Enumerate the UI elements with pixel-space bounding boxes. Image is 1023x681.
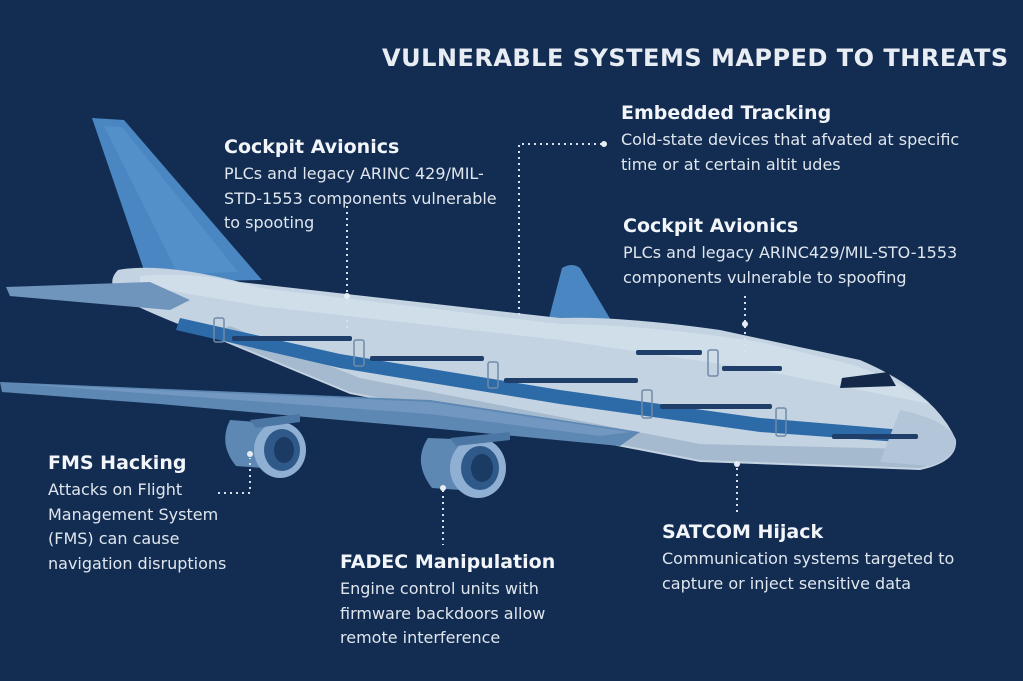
callout-fadec-manipulation: FADEC Manipulation Engine control units … bbox=[340, 551, 575, 651]
callout-body: Cold-state devices that afvated at speci… bbox=[621, 130, 960, 174]
callout-heading: Embedded Tracking bbox=[621, 102, 832, 124]
callout-heading: FADEC Manipulation bbox=[340, 551, 556, 573]
callout-cockpit-avionics-2: Cockpit Avionics PLCs and legacy ARINC42… bbox=[623, 215, 993, 290]
callout-heading: Cockpit Avionics bbox=[623, 215, 799, 237]
horizontal-stabilizer bbox=[6, 282, 190, 310]
callout-body: PLCs and legacy ARINC 429/MIL-STD-1553 c… bbox=[224, 164, 497, 232]
engine-left bbox=[225, 420, 306, 478]
leader-fms-hacking bbox=[218, 458, 251, 494]
callout-embedded-tracking: Embedded Tracking Cold-state devices tha… bbox=[621, 102, 981, 177]
cockpit-windows bbox=[840, 372, 896, 388]
callout-fms-hacking: FMS Hacking Attacks on Flight Management… bbox=[48, 452, 248, 576]
near-wing bbox=[0, 382, 640, 446]
callout-body: PLCs and legacy ARINC429/MIL-STO-1553 co… bbox=[623, 243, 958, 287]
callout-heading: Cockpit Avionics bbox=[224, 136, 400, 158]
page-title: VULNERABLE SYSTEMS MAPPED TO THREATS bbox=[382, 44, 1009, 72]
callout-satcom-hijack: SATCOM Hijack Communication systems targ… bbox=[662, 521, 962, 596]
leader-embedded-tracking bbox=[518, 143, 602, 318]
callout-cockpit-avionics-1: Cockpit Avionics PLCs and legacy ARINC 4… bbox=[224, 136, 514, 236]
engine-right bbox=[420, 438, 506, 498]
fuselage-stripe bbox=[176, 318, 954, 446]
leader-end-dots bbox=[247, 141, 748, 491]
dorsal-fin bbox=[548, 265, 612, 322]
callout-body: Communication systems targeted to captur… bbox=[662, 549, 955, 593]
callout-heading: SATCOM Hijack bbox=[662, 521, 824, 543]
callout-body: Engine control units with firmware backd… bbox=[340, 579, 546, 647]
callout-heading: FMS Hacking bbox=[48, 452, 187, 474]
callout-body: Attacks on Flight Management System (FMS… bbox=[48, 480, 227, 573]
nose-cone bbox=[880, 410, 956, 466]
